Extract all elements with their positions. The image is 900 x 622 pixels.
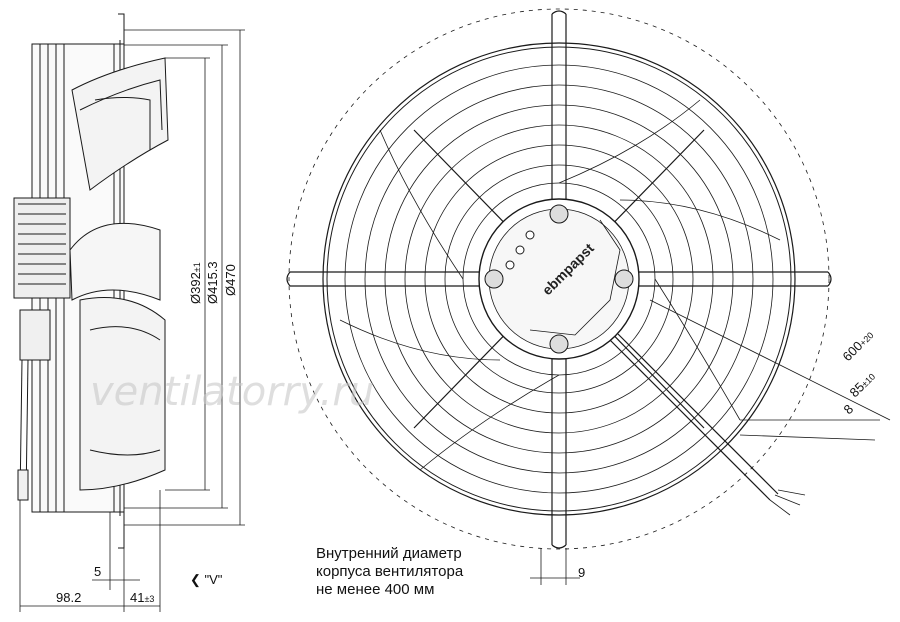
guard-ring-outer	[322, 42, 796, 516]
housing-outline	[288, 8, 830, 550]
front-view	[286, 8, 832, 550]
dim-600-label: 600+20	[840, 327, 877, 364]
dim-392-label: Ø392±1	[188, 262, 203, 304]
housing-note-line-3: не менее 400 мм	[316, 581, 435, 598]
cable	[609, 339, 771, 501]
dim-5-label: 5	[94, 564, 101, 579]
front-dimension-lines	[530, 299, 891, 585]
housing-note-line-1: Внутренний диаметр	[316, 545, 462, 562]
dim-41-label: 41±3	[130, 590, 154, 605]
dim-8-label: 8	[841, 401, 857, 417]
view-v-marker: ❮ "V"	[190, 572, 223, 588]
dim-98-label: 98.2	[56, 590, 81, 605]
dim-470-label: Ø470	[223, 264, 238, 296]
dim-9-label: 9	[578, 565, 585, 580]
watermark-text: ventilatorry.ru	[90, 369, 374, 415]
side-view	[13, 13, 169, 549]
diameter-labels: Ø392±1 Ø415.3 Ø470	[188, 261, 238, 304]
side-dimension-lines	[19, 29, 245, 612]
housing-note: Внутренний диаметр корпуса вентилятора н…	[316, 545, 463, 599]
dim-85-label: 85±10	[847, 369, 878, 400]
dim-415-label: Ø415.3	[205, 261, 220, 304]
housing-note-line-2: корпуса вентилятора	[316, 563, 464, 580]
